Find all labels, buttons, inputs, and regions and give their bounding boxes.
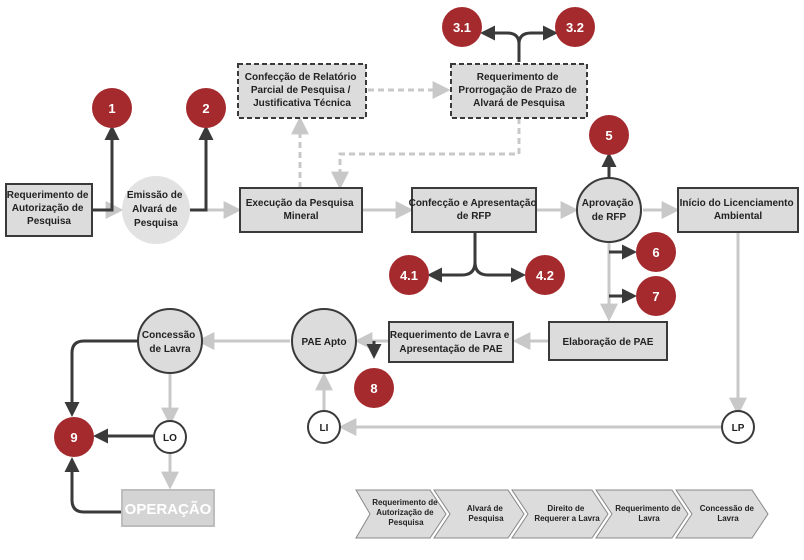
svg-text:7: 7 [652,289,659,304]
svg-text:LI: LI [320,423,329,434]
svg-text:Direito de Requerer a: Direito de Requerer a Lavra [534,504,600,523]
node-li: LI [307,410,341,444]
svg-text:6: 6 [652,245,659,260]
svg-text:PAE Apto: PAE Apto [302,337,347,348]
box-inicio-licenciamento: Início do Licenciamento Ambiental [677,187,799,233]
arrow-to-marker-4-2 [473,261,526,283]
box-confeccao-relatorio: Confecção de Relatório Parcial de Pesqui… [237,63,367,119]
marker-5: 5 [589,115,629,155]
arrow-to-marker-4-1 [427,232,477,283]
box-operacao: OPERAÇÃO [121,489,215,527]
svg-text:1: 1 [108,101,115,116]
arrow-concessao-to-marker-9 [64,339,138,417]
chevron-legend: Requerimento de Autorização de Pesquisa … [355,489,769,539]
marker-4-1: 4.1 [389,255,429,295]
svg-text:Confecção e Apresentação: Confecção e Apresentação de RFP [409,198,540,222]
chevron-step-4: Requerimento de Lavra [595,489,689,539]
svg-text:8: 8 [370,381,377,396]
svg-text:3.1: 3.1 [453,20,471,35]
svg-text:Requerimento de Prorroga: Requerimento de Prorrogação de Prazo de … [458,72,579,109]
svg-text:5: 5 [605,128,612,143]
marker-3-2: 3.2 [555,7,595,47]
svg-text:LO: LO [163,433,177,444]
arrow-prorrogacao-to-execucao [331,118,521,190]
arrow-to-marker-1 [92,125,120,212]
svg-text:4.2: 4.2 [536,268,554,283]
chevron-step-2: Alvará de Pesquisa [433,489,525,539]
box-elaboracao-pae: Elaboração de PAE [548,321,668,361]
svg-text:4.1: 4.1 [400,268,418,283]
svg-text:Elaboração de PAE: Elaboração de PAE [563,337,654,348]
svg-text:9: 9 [70,430,77,445]
svg-text:Concessão de Lavra: Concessão de Lavra [142,330,198,355]
box-req-lavra: Requerimento de Lavra e Apresentação de … [388,321,514,363]
node-emissao-alvara: Emissão de Alvará de Pesquisa [122,176,190,244]
svg-text:2: 2 [202,101,209,116]
svg-text:Início do Licenciamento: Início do Licenciamento Ambiental [680,198,797,222]
chevron-step-3: Direito de Requerer a Lavra [511,489,609,539]
arrow-to-marker-3-1 [480,25,521,62]
svg-text:OPERAÇÃO: OPERAÇÃO [125,500,212,518]
marker-8: 8 [354,368,394,408]
svg-text:Requerimento de Autoriza: Requerimento de Autorização de Pesquisa [7,190,91,227]
box-confeccao-rfp: Confecção e Apresentação de RFP [409,187,540,233]
connectors-dark [64,25,637,514]
marker-7: 7 [636,276,676,316]
svg-text:LP: LP [732,423,745,434]
arrow-operacao-to-marker-9 [64,457,122,514]
marker-2: 2 [186,88,226,128]
chevron-step-5: Concessão de Lavra [675,489,769,539]
marker-1: 1 [92,88,132,128]
box-req-autorizacao: Requerimento de Autorização de Pesquisa [5,183,93,237]
box-execucao-pesquisa: Execução da Pesquisa Mineral [239,187,363,233]
svg-text:Requerimento de Lavra e: Requerimento de Lavra e Apresentação de … [390,330,512,355]
marker-3-1: 3.1 [442,7,482,47]
svg-text:Requerimento de Autori: Requerimento de Autorização de Pesquisa [372,498,440,527]
svg-text:Execução da Pesquisa Min: Execução da Pesquisa Mineral [246,198,357,222]
svg-text:Emissão de Alvará de: Emissão de Alvará de Pesquisa [127,190,185,229]
box-req-prorrogacao: Requerimento de Prorrogação de Prazo de … [450,63,588,119]
marker-6: 6 [636,232,676,272]
marker-9: 9 [54,417,94,457]
arrow-to-marker-2 [190,125,214,212]
marker-4-2: 4.2 [525,255,565,295]
node-lp: LP [721,410,755,444]
arrow-to-marker-3-2 [517,25,558,45]
chevron-step-1: Requerimento de Autorização de Pesquisa [355,489,447,539]
svg-text:Confecção de Relatório P: Confecção de Relatório Parcial de Pesqui… [245,72,359,109]
svg-text:Alvará de Pesquisa: Alvará de Pesquisa [467,504,505,523]
node-aprovacao-rfp: Aprovação de RFP [576,177,642,243]
svg-text:Requerimento de Lavra: Requerimento de Lavra [615,504,683,523]
svg-text:Aprovação de RFP: Aprovação de RFP [582,198,636,223]
connectors-dashed [291,81,521,190]
node-pae-apto: PAE Apto [291,308,357,374]
svg-text:3.2: 3.2 [566,20,584,35]
node-concessao-lavra: Concessão de Lavra [137,308,203,374]
svg-text:Concessão de Lavra: Concessão de Lavra [700,504,756,523]
node-lo: LO [153,420,187,454]
